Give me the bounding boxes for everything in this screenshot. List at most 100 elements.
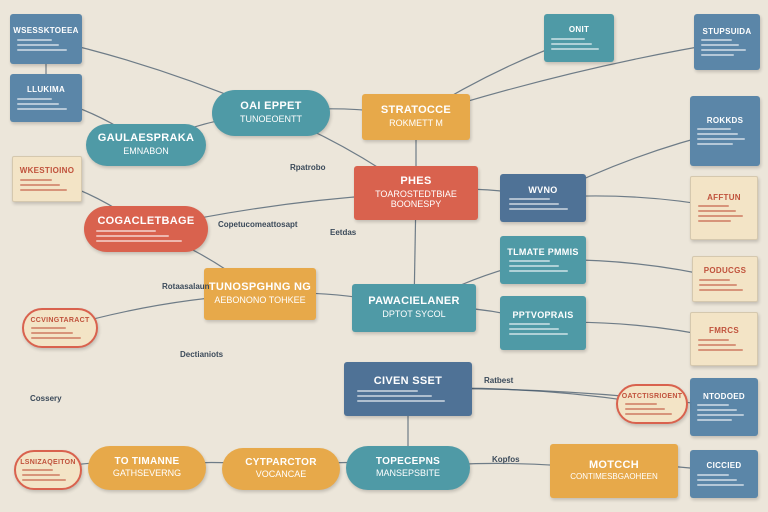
node-body-line bbox=[551, 42, 592, 45]
node-title: OATCTISRIOENT bbox=[621, 392, 683, 400]
edge-label: Eetdas bbox=[330, 228, 357, 237]
node-subtitle: CONTIMESBGAOHEEN bbox=[570, 472, 658, 482]
node-pill[interactable]: CYTPARCTOR VOCANCAE bbox=[222, 448, 340, 490]
node-body-lines bbox=[696, 473, 751, 486]
node-body-line bbox=[697, 215, 743, 218]
node-subtitle: VOCANCAE bbox=[255, 469, 307, 480]
node-body-line bbox=[31, 337, 81, 340]
node-box[interactable]: PPTVOPRAIS bbox=[500, 296, 586, 350]
node-body-line bbox=[696, 478, 737, 481]
node-box[interactable]: ROKKDS bbox=[690, 96, 760, 166]
node-body-line bbox=[17, 97, 52, 100]
node-body-line bbox=[696, 414, 744, 417]
node-pill[interactable]: OATCTISRIOENT bbox=[616, 384, 688, 424]
node-pill[interactable]: TOPECEPNS MANSEPSBITE bbox=[346, 446, 470, 490]
edge-label: Dectianiots bbox=[180, 350, 224, 359]
node-note[interactable]: WKESTIOINO bbox=[12, 156, 82, 202]
node-body-line bbox=[356, 395, 432, 398]
node-box[interactable]: STRATOCCE ROKMETT M bbox=[362, 94, 470, 140]
node-title: LSNIZAQEITON bbox=[20, 458, 76, 466]
node-pill[interactable]: LSNIZAQEITON bbox=[14, 450, 82, 490]
node-body-lines bbox=[22, 469, 73, 482]
node-box[interactable]: CIVEN SSET bbox=[344, 362, 472, 416]
node-box[interactable]: WVNO bbox=[500, 174, 586, 222]
node-title: WSESSKTOEEA bbox=[13, 26, 79, 36]
node-box[interactable]: PHES TOAROSTEDTBIAE BOONESPY bbox=[354, 166, 478, 220]
node-box[interactable]: STUPSUIDA bbox=[694, 14, 760, 70]
node-title: STUPSUIDA bbox=[702, 26, 752, 36]
node-note[interactable]: AFFTUN bbox=[690, 176, 758, 240]
edge-label: Copetucomeattosapt bbox=[218, 220, 298, 229]
node-body-lines bbox=[699, 278, 750, 291]
node-body-line bbox=[697, 210, 737, 213]
node-box[interactable]: ONIT bbox=[544, 14, 614, 62]
node-body-line bbox=[551, 37, 585, 40]
node-body-line bbox=[356, 390, 419, 393]
node-body-lines bbox=[508, 323, 578, 336]
node-body-lines bbox=[700, 39, 754, 57]
node-subtitle: MANSEPSBITE bbox=[375, 468, 440, 479]
node-body-line bbox=[699, 283, 737, 286]
node-body-lines bbox=[508, 260, 578, 273]
node-body-line bbox=[697, 220, 732, 223]
node-subtitle: AEBONONO TOHKEE bbox=[214, 294, 306, 305]
node-subtitle: EMNABON bbox=[123, 145, 169, 156]
node-body-line bbox=[700, 39, 733, 42]
node-body-line bbox=[624, 413, 672, 416]
node-body-lines bbox=[356, 390, 459, 403]
node-title: PODUCGS bbox=[703, 266, 747, 276]
node-body-line bbox=[697, 343, 737, 346]
node-body-line bbox=[696, 419, 732, 422]
node-title: PPTVOPRAIS bbox=[512, 309, 574, 320]
node-body-lines bbox=[624, 403, 679, 416]
edge-label: Cossery bbox=[30, 394, 62, 403]
node-pill[interactable]: GAULAESPRAKA EMNABON bbox=[86, 124, 206, 166]
node-body-line bbox=[96, 240, 182, 243]
node-note[interactable]: PODUCGS bbox=[692, 256, 758, 302]
node-pill[interactable]: OAI EPPET TUNOEOENTT bbox=[212, 90, 330, 136]
node-title: PHES bbox=[400, 175, 432, 188]
node-box[interactable]: NTODOED bbox=[690, 378, 758, 436]
node-body-line bbox=[508, 260, 550, 263]
node-title: PAWACIELANER bbox=[368, 295, 460, 308]
node-pill[interactable]: CCVINGTARACT bbox=[22, 308, 98, 348]
node-body-line bbox=[17, 107, 67, 110]
node-subtitle: TOAROSTEDTBIAE BOONESPY bbox=[375, 188, 457, 209]
node-body-line bbox=[22, 469, 54, 472]
node-body-line bbox=[96, 230, 156, 233]
node-subtitle: TUNOEOENTT bbox=[240, 113, 302, 124]
node-title: OAI EPPET bbox=[240, 100, 302, 113]
node-body-line bbox=[697, 143, 733, 146]
node-subtitle: ROKMETT M bbox=[389, 117, 443, 128]
node-box[interactable]: WSESSKTOEEA bbox=[10, 14, 82, 64]
node-title: WKESTIOINO bbox=[19, 166, 75, 176]
node-body-line bbox=[31, 332, 74, 335]
node-pill[interactable]: TO TIMANNE GATHSEVERNG bbox=[88, 446, 206, 490]
node-body-lines bbox=[697, 128, 753, 146]
edge-label: Rotaasalaun bbox=[162, 282, 210, 291]
edge-label: Ratbest bbox=[484, 376, 514, 385]
node-body-lines bbox=[17, 97, 75, 110]
node-box[interactable]: TLMATE PMMIS bbox=[500, 236, 586, 284]
node-body-line bbox=[356, 400, 445, 403]
node-pill[interactable]: COGACLETBAGE bbox=[84, 206, 208, 252]
node-box[interactable]: CICCIED bbox=[690, 450, 758, 498]
node-body-line bbox=[700, 44, 740, 47]
node-box[interactable]: LLUKIMA bbox=[10, 74, 82, 122]
node-body-line bbox=[551, 47, 600, 50]
node-body-line bbox=[624, 403, 658, 406]
node-body-line bbox=[19, 178, 53, 181]
node-title: TLMATE PMMIS bbox=[507, 246, 579, 257]
node-body-line bbox=[699, 278, 731, 281]
node-box[interactable]: TUNOSPGHNG NG AEBONONO TOHKEE bbox=[204, 268, 316, 320]
node-body-line bbox=[19, 183, 60, 186]
node-box[interactable]: MOTCCH CONTIMESBGAOHEEN bbox=[550, 444, 678, 498]
node-note[interactable]: FMRCS bbox=[690, 312, 758, 366]
node-body-line bbox=[22, 474, 60, 477]
node-body-line bbox=[700, 54, 735, 57]
node-box[interactable]: PAWACIELANER DPTOT SYCOL bbox=[352, 284, 476, 332]
node-title: CCVINGTARACT bbox=[30, 316, 90, 324]
node-body-lines bbox=[31, 327, 89, 340]
node-title: NTODOED bbox=[703, 391, 745, 401]
